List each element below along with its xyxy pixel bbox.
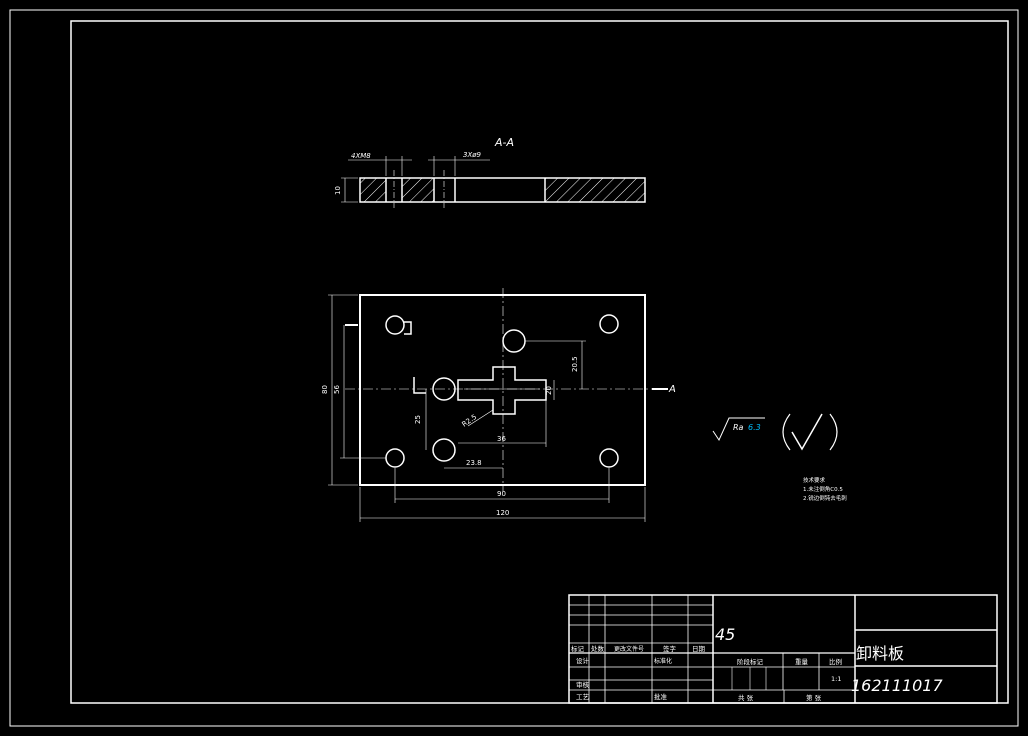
tb-zone: 更改文件号 [614, 645, 644, 653]
dim-36: 36 [497, 435, 506, 443]
dim-r2-5: R2.5 [461, 413, 479, 429]
tb-part-name: 卸料板 [856, 644, 904, 663]
section-marker-label: A [668, 384, 676, 395]
dim-holes-b: 3Xø9 [463, 151, 482, 159]
roughness-check-icon [712, 417, 765, 442]
dim-leader [467, 409, 494, 427]
tb-scale-value: 1:1 [831, 675, 841, 683]
section-view: A-A 4XM8 3Xø9 10 [334, 136, 646, 208]
dim-height-outer: 80 [321, 385, 329, 394]
roughness-check-inner-icon [791, 413, 823, 451]
dowel-hole-bottom [432, 438, 456, 462]
dim-thickness: 10 [334, 186, 342, 195]
section-title: A-A [494, 136, 514, 149]
tb-sheets: 共 张 [738, 693, 754, 702]
tech-notes: 技术要求 1.未注倒角C0.5 2.锐边倒钝去毛刺 [803, 476, 847, 502]
section-hatch-left [360, 178, 386, 202]
dim-23-8: 23.8 [466, 459, 482, 467]
hole-bottom-left [385, 448, 405, 468]
tb-scale: 比例 [829, 657, 842, 666]
dim-25: 25 [414, 415, 422, 424]
plan-view: A 80 56 20.5 20 25 R2.5 36 23.8 90 120 [321, 288, 676, 522]
tb-date: 日期 [692, 645, 706, 653]
hole-top-right [599, 314, 619, 334]
dim-height-inner: 56 [333, 385, 341, 394]
cross-slot [457, 366, 547, 415]
dim-20: 20 [545, 386, 553, 395]
tb-sheet: 第 张 [806, 693, 822, 702]
roughness-bracket-left [782, 413, 791, 451]
dowel-hole-top [502, 329, 526, 353]
tb-check: 审核 [576, 680, 590, 689]
hole-top-left [385, 315, 405, 335]
l-mark [413, 377, 426, 394]
plate-outline [359, 294, 646, 486]
sheet-outer-border [9, 9, 1019, 727]
dim-90: 90 [497, 490, 506, 498]
roughness-bracket-right [829, 413, 838, 451]
dim-20-5: 20.5 [571, 356, 579, 372]
notes-line2: 2.锐边倒钝去毛刺 [803, 494, 847, 502]
tb-sign: 签字 [663, 644, 677, 653]
roughness-symbol: Ra 6.3 [712, 413, 838, 451]
dim-holes-a: 4XM8 [351, 152, 371, 160]
roughness-label: Ra [733, 423, 744, 432]
tb-drawing-no: 162111017 [851, 676, 943, 695]
dim-120: 120 [496, 509, 509, 517]
notes-line1: 1.未注倒角C0.5 [803, 485, 843, 493]
tb-weight: 重量 [795, 658, 809, 666]
title-block: 标记 处数 更改文件号 签字 日期 设计 标准化 审核 工艺 批准 阶段标记 重… [568, 594, 998, 704]
hole-bottom-right [599, 448, 619, 468]
tb-design: 设计 [576, 656, 590, 665]
tb-mark: 标记 [571, 644, 585, 653]
tb-approve: 批准 [654, 692, 668, 701]
roughness-value: 6.3 [748, 423, 761, 432]
title-block-frame [568, 594, 998, 704]
section-hatch-right [545, 178, 645, 202]
sheet-inner-border [70, 20, 1009, 704]
tb-stage: 阶段标记 [737, 657, 764, 666]
tb-process: 工艺 [576, 693, 590, 701]
tb-material: 45 [715, 625, 735, 644]
section-hatch-mid [402, 178, 434, 202]
tb-count: 处数 [591, 644, 605, 653]
hole-notch [404, 321, 412, 335]
tb-std: 标准化 [654, 657, 672, 665]
notes-title: 技术要求 [803, 476, 826, 484]
dowel-hole-left [432, 377, 456, 401]
